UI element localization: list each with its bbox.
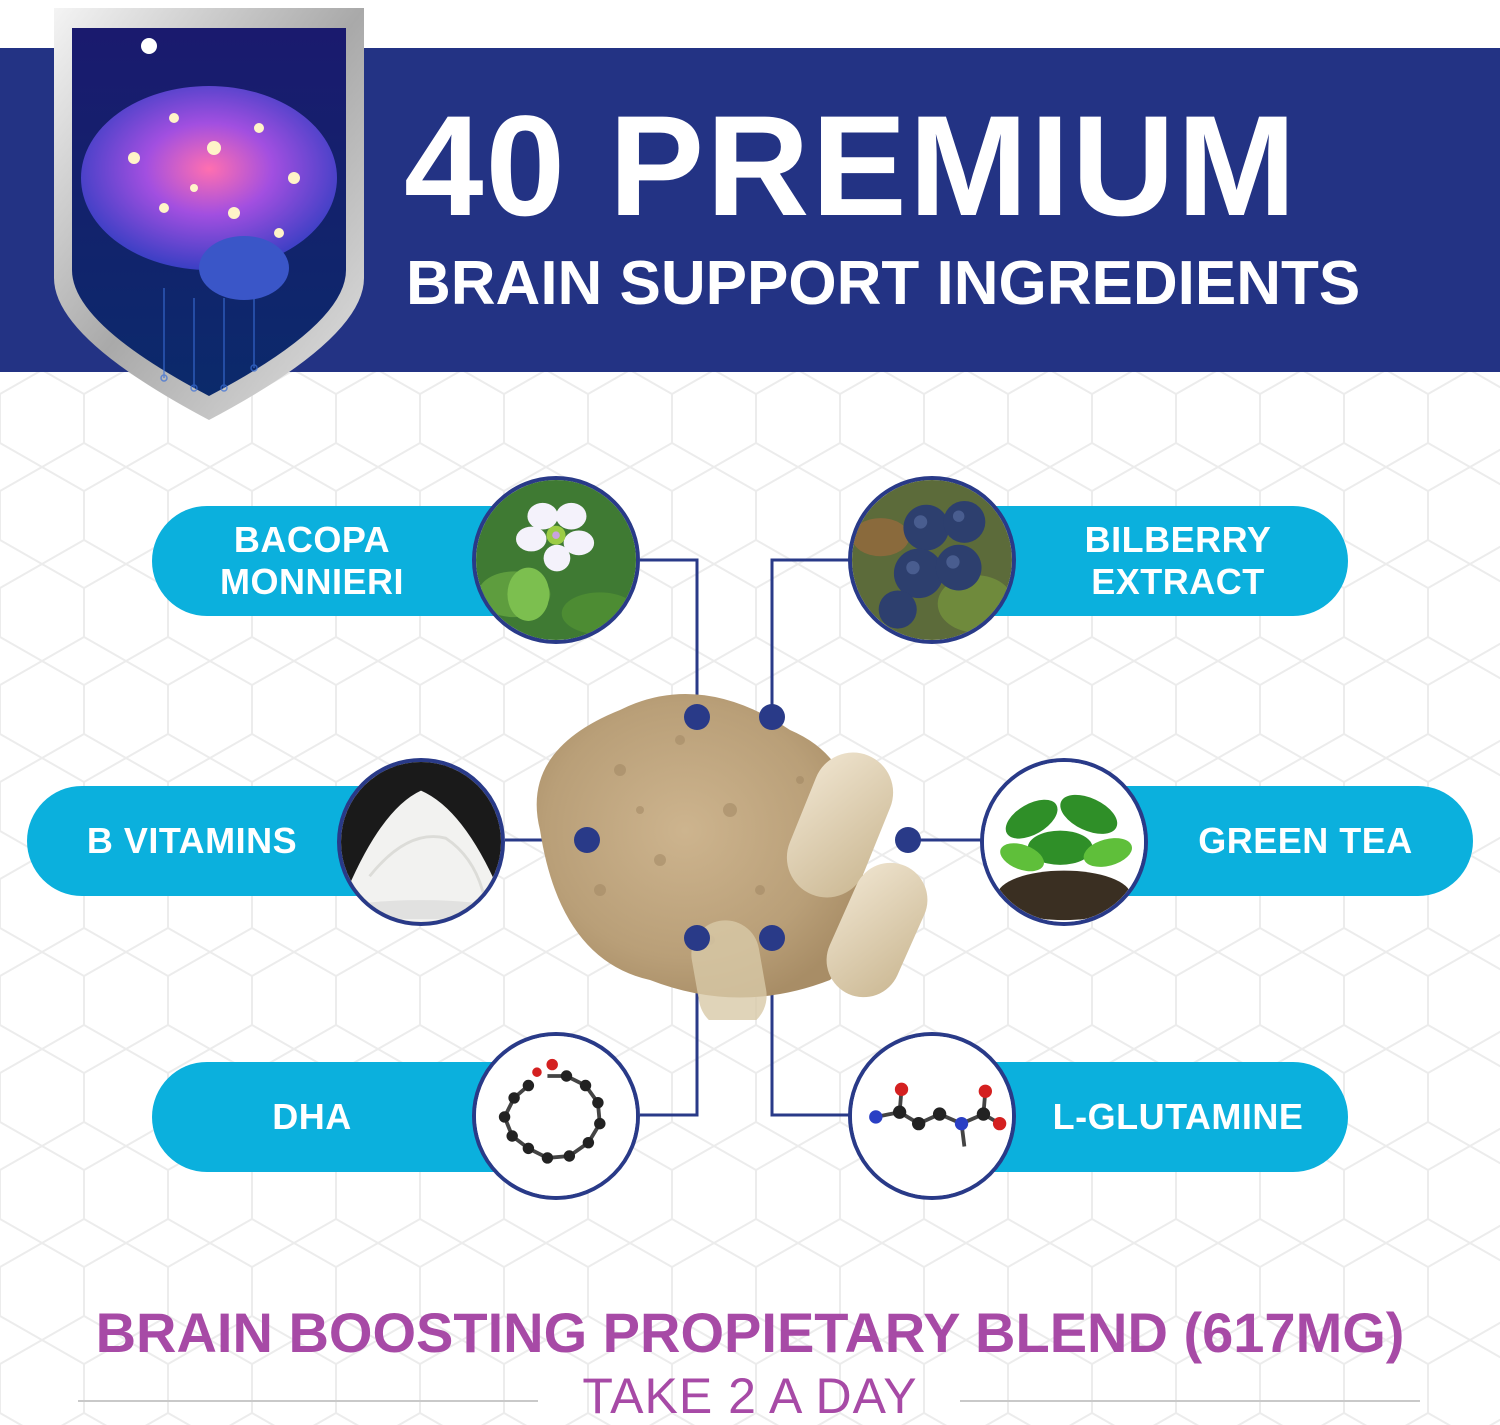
ingredient-label-bilberry-line2: EXTRACT [1091,561,1265,602]
bacopa-flower-photo [472,476,640,644]
dha-molecule-icon [472,1032,640,1200]
divider-left [78,1400,538,1402]
white-powder-photo [337,758,505,926]
title-line1: 40 PREMIUM [404,87,1299,246]
dosage-text: TAKE 2 A DAY [582,1368,918,1424]
title-line2: BRAIN SUPPORT INGREDIENTS [406,249,1361,318]
ingredient-label-bacopa-line2: MONNIERI [220,561,404,602]
brain-shield-icon [54,8,364,420]
l-glutamine-molecule-icon [848,1032,1016,1200]
divider-right [960,1400,1420,1402]
green-tea-leaves-photo [980,758,1148,926]
powder-capsules-image [536,694,928,1020]
ingredient-label-green-tea: GREEN TEA [1198,820,1413,861]
ingredient-label-l-glutamine: L-GLUTAMINE [1052,1096,1304,1137]
ingredient-label-bacopa-line1: BACOPA [233,519,391,560]
bilberry-photo [848,476,1016,644]
ingredient-label-bilberry-line1: BILBERRY [1084,519,1272,560]
ingredient-label-b-vitamins: B VITAMINS [86,820,298,861]
proprietary-blend-heading: BRAIN BOOSTING PROPIETARY BLEND (617MG) [95,1301,1405,1364]
ingredient-label-dha: DHA [272,1096,352,1137]
